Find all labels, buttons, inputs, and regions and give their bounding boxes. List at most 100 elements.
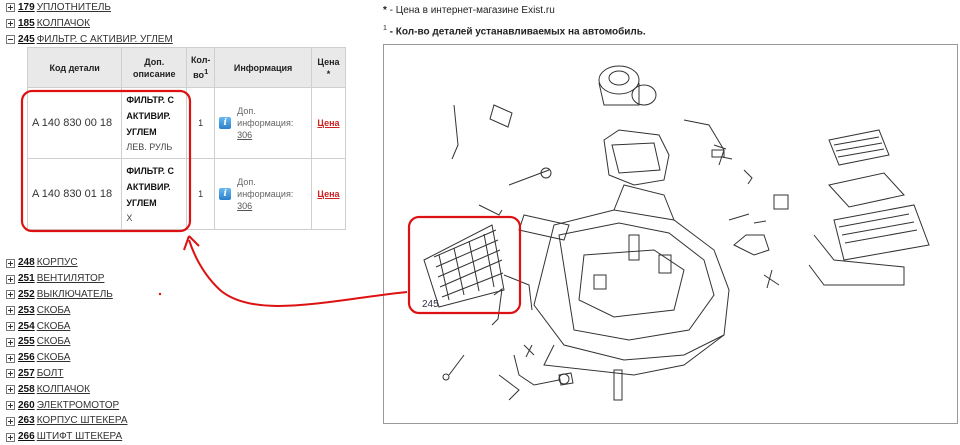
tree-node-245[interactable]: 245 ФИЛЬТР. С АКТИВИР. УГЛЕМ — [6, 32, 366, 48]
desc-note: X — [126, 213, 133, 223]
tree-node-link[interactable]: ШТИФТ ШТЕКЕРА — [36, 431, 123, 443]
tree-node-number[interactable]: 257 — [18, 367, 35, 379]
tree-node-link[interactable]: УПЛОТНИТЕЛЬ — [36, 2, 111, 13]
tree-node-number[interactable]: 258 — [18, 383, 35, 395]
table-row: A 140 830 00 18 ФИЛЬТР. С АКТИВИР. УГЛЕМ… — [26, 87, 346, 159]
tree-node-link[interactable]: КОРПУС ШТЕКЕРА — [36, 415, 128, 427]
desc-line: ФИЛЬТР. С — [126, 166, 175, 176]
tree-node-number[interactable]: 263 — [18, 415, 35, 427]
highlight-table-box — [20, 89, 192, 233]
red-dot — [158, 292, 162, 296]
tree-node-link[interactable]: ВЕНТИЛЯТОР — [36, 273, 105, 285]
part-info: i Доп. информация: 306 — [214, 158, 312, 230]
expand-icon[interactable] — [6, 432, 15, 442]
expand-icon[interactable] — [6, 290, 15, 300]
info-link[interactable]: 306 — [237, 201, 253, 211]
expand-icon[interactable] — [6, 353, 15, 363]
legend-mark: * — [383, 5, 387, 16]
expand-icon[interactable] — [6, 416, 15, 426]
diagram-drawing: 245 — [422, 65, 930, 401]
info-icon[interactable]: i — [219, 188, 232, 200]
expand-icon[interactable] — [6, 19, 15, 29]
tree-node-number[interactable]: 251 — [18, 273, 35, 285]
tree-node-link[interactable]: ФИЛЬТР. С АКТИВИР. УГЛЕМ — [36, 33, 173, 45]
info-line: информация: — [237, 189, 294, 199]
part-price: Цена — [311, 158, 346, 230]
column-header-qty: Кол-во1 — [186, 47, 216, 88]
expand-icon[interactable] — [6, 385, 15, 395]
part-price: Цена — [311, 87, 346, 159]
header-line: во — [193, 70, 205, 80]
part-code: A 140 830 00 18 — [26, 87, 123, 159]
tree-node-link[interactable]: ВЫКЛЮЧАТЕЛЬ — [36, 288, 113, 300]
info-wrap: i Доп. информация: 306 — [219, 105, 307, 141]
tree-node-number[interactable]: 254 — [18, 320, 35, 332]
tree-node-number[interactable]: 252 — [18, 288, 35, 300]
expand-icon[interactable] — [6, 306, 15, 316]
highlight-diagram-box — [407, 215, 522, 315]
expand-icon[interactable] — [6, 321, 15, 331]
column-header-info: Информация — [214, 47, 312, 88]
info-text: Доп. информация: 306 — [237, 176, 293, 212]
tree-node-number[interactable]: 179 — [18, 2, 35, 13]
table-header-row: Код детали Доп.описание Кол-во1 Информац… — [26, 47, 346, 88]
tree-node-number[interactable]: 185 — [18, 17, 35, 29]
price-link[interactable]: Цена — [317, 189, 340, 199]
expand-icon[interactable] — [6, 337, 15, 347]
tree-node-number[interactable]: 256 — [18, 352, 35, 364]
info-icon[interactable]: i — [219, 117, 232, 129]
header-sup: 1 — [204, 67, 209, 76]
tree-node-number[interactable]: 260 — [18, 399, 35, 411]
tree-node-link[interactable]: КОЛПАЧОК — [36, 383, 90, 395]
tree-node-link[interactable]: СКОБА — [36, 336, 71, 348]
tree-node-link[interactable]: СКОБА — [36, 320, 71, 332]
legend-text: - Кол-во деталей устанавливаемых на авто… — [386, 26, 646, 38]
info-line: Доп. — [237, 106, 256, 116]
header-line: Кол- — [190, 55, 211, 65]
tree-node-number[interactable]: 253 — [18, 304, 35, 316]
info-line: информация: — [237, 118, 294, 128]
expand-icon[interactable] — [6, 258, 15, 268]
tree-node-link[interactable]: СКОБА — [36, 304, 71, 316]
price-link[interactable]: Цена — [317, 118, 340, 128]
highlight-arrow — [188, 239, 408, 307]
header-line: Цена — [317, 56, 340, 67]
tree-node-link[interactable]: КОЛПАЧОК — [36, 17, 90, 29]
tree-node-link[interactable]: КОРПУС — [36, 257, 78, 269]
highlight-overlay — [20, 89, 522, 315]
tree-node-number[interactable]: 255 — [18, 336, 35, 348]
expand-icon[interactable] — [6, 369, 15, 379]
part-code: A 140 830 01 18 — [26, 158, 123, 230]
collapse-icon[interactable] — [6, 34, 15, 44]
expand-icon[interactable] — [6, 274, 15, 284]
tree-node-number[interactable]: 266 — [18, 431, 35, 443]
expand-icon[interactable] — [6, 400, 15, 410]
tree-node-number[interactable]: 248 — [18, 257, 35, 269]
info-link[interactable]: 306 — [237, 130, 253, 140]
tree-node-link[interactable]: ЭЛЕКТРОМОТОР — [36, 399, 120, 411]
tree-node-link[interactable]: СКОБА — [36, 352, 71, 364]
expand-icon[interactable] — [6, 3, 15, 13]
legend-price: * - Цена в интернет-магазине Exist.ru — [383, 5, 555, 16]
column-header-price: Цена* — [311, 47, 346, 88]
tree-node-link[interactable]: БОЛТ — [36, 367, 64, 379]
tree-node-185[interactable]: 185 КОЛПАЧОК — [6, 16, 366, 32]
desc-line: АКТИВИР. — [126, 111, 171, 121]
column-header-desc: Доп.описание — [121, 47, 188, 88]
tree-node-179[interactable]: 179 УПЛОТНИТЕЛЬ — [6, 0, 366, 16]
desc-line: ФИЛЬТР. С — [126, 95, 175, 105]
legend-text: - Цена в интернет-магазине Exist.ru — [386, 5, 555, 16]
tree-node-number[interactable]: 245 — [18, 33, 35, 45]
